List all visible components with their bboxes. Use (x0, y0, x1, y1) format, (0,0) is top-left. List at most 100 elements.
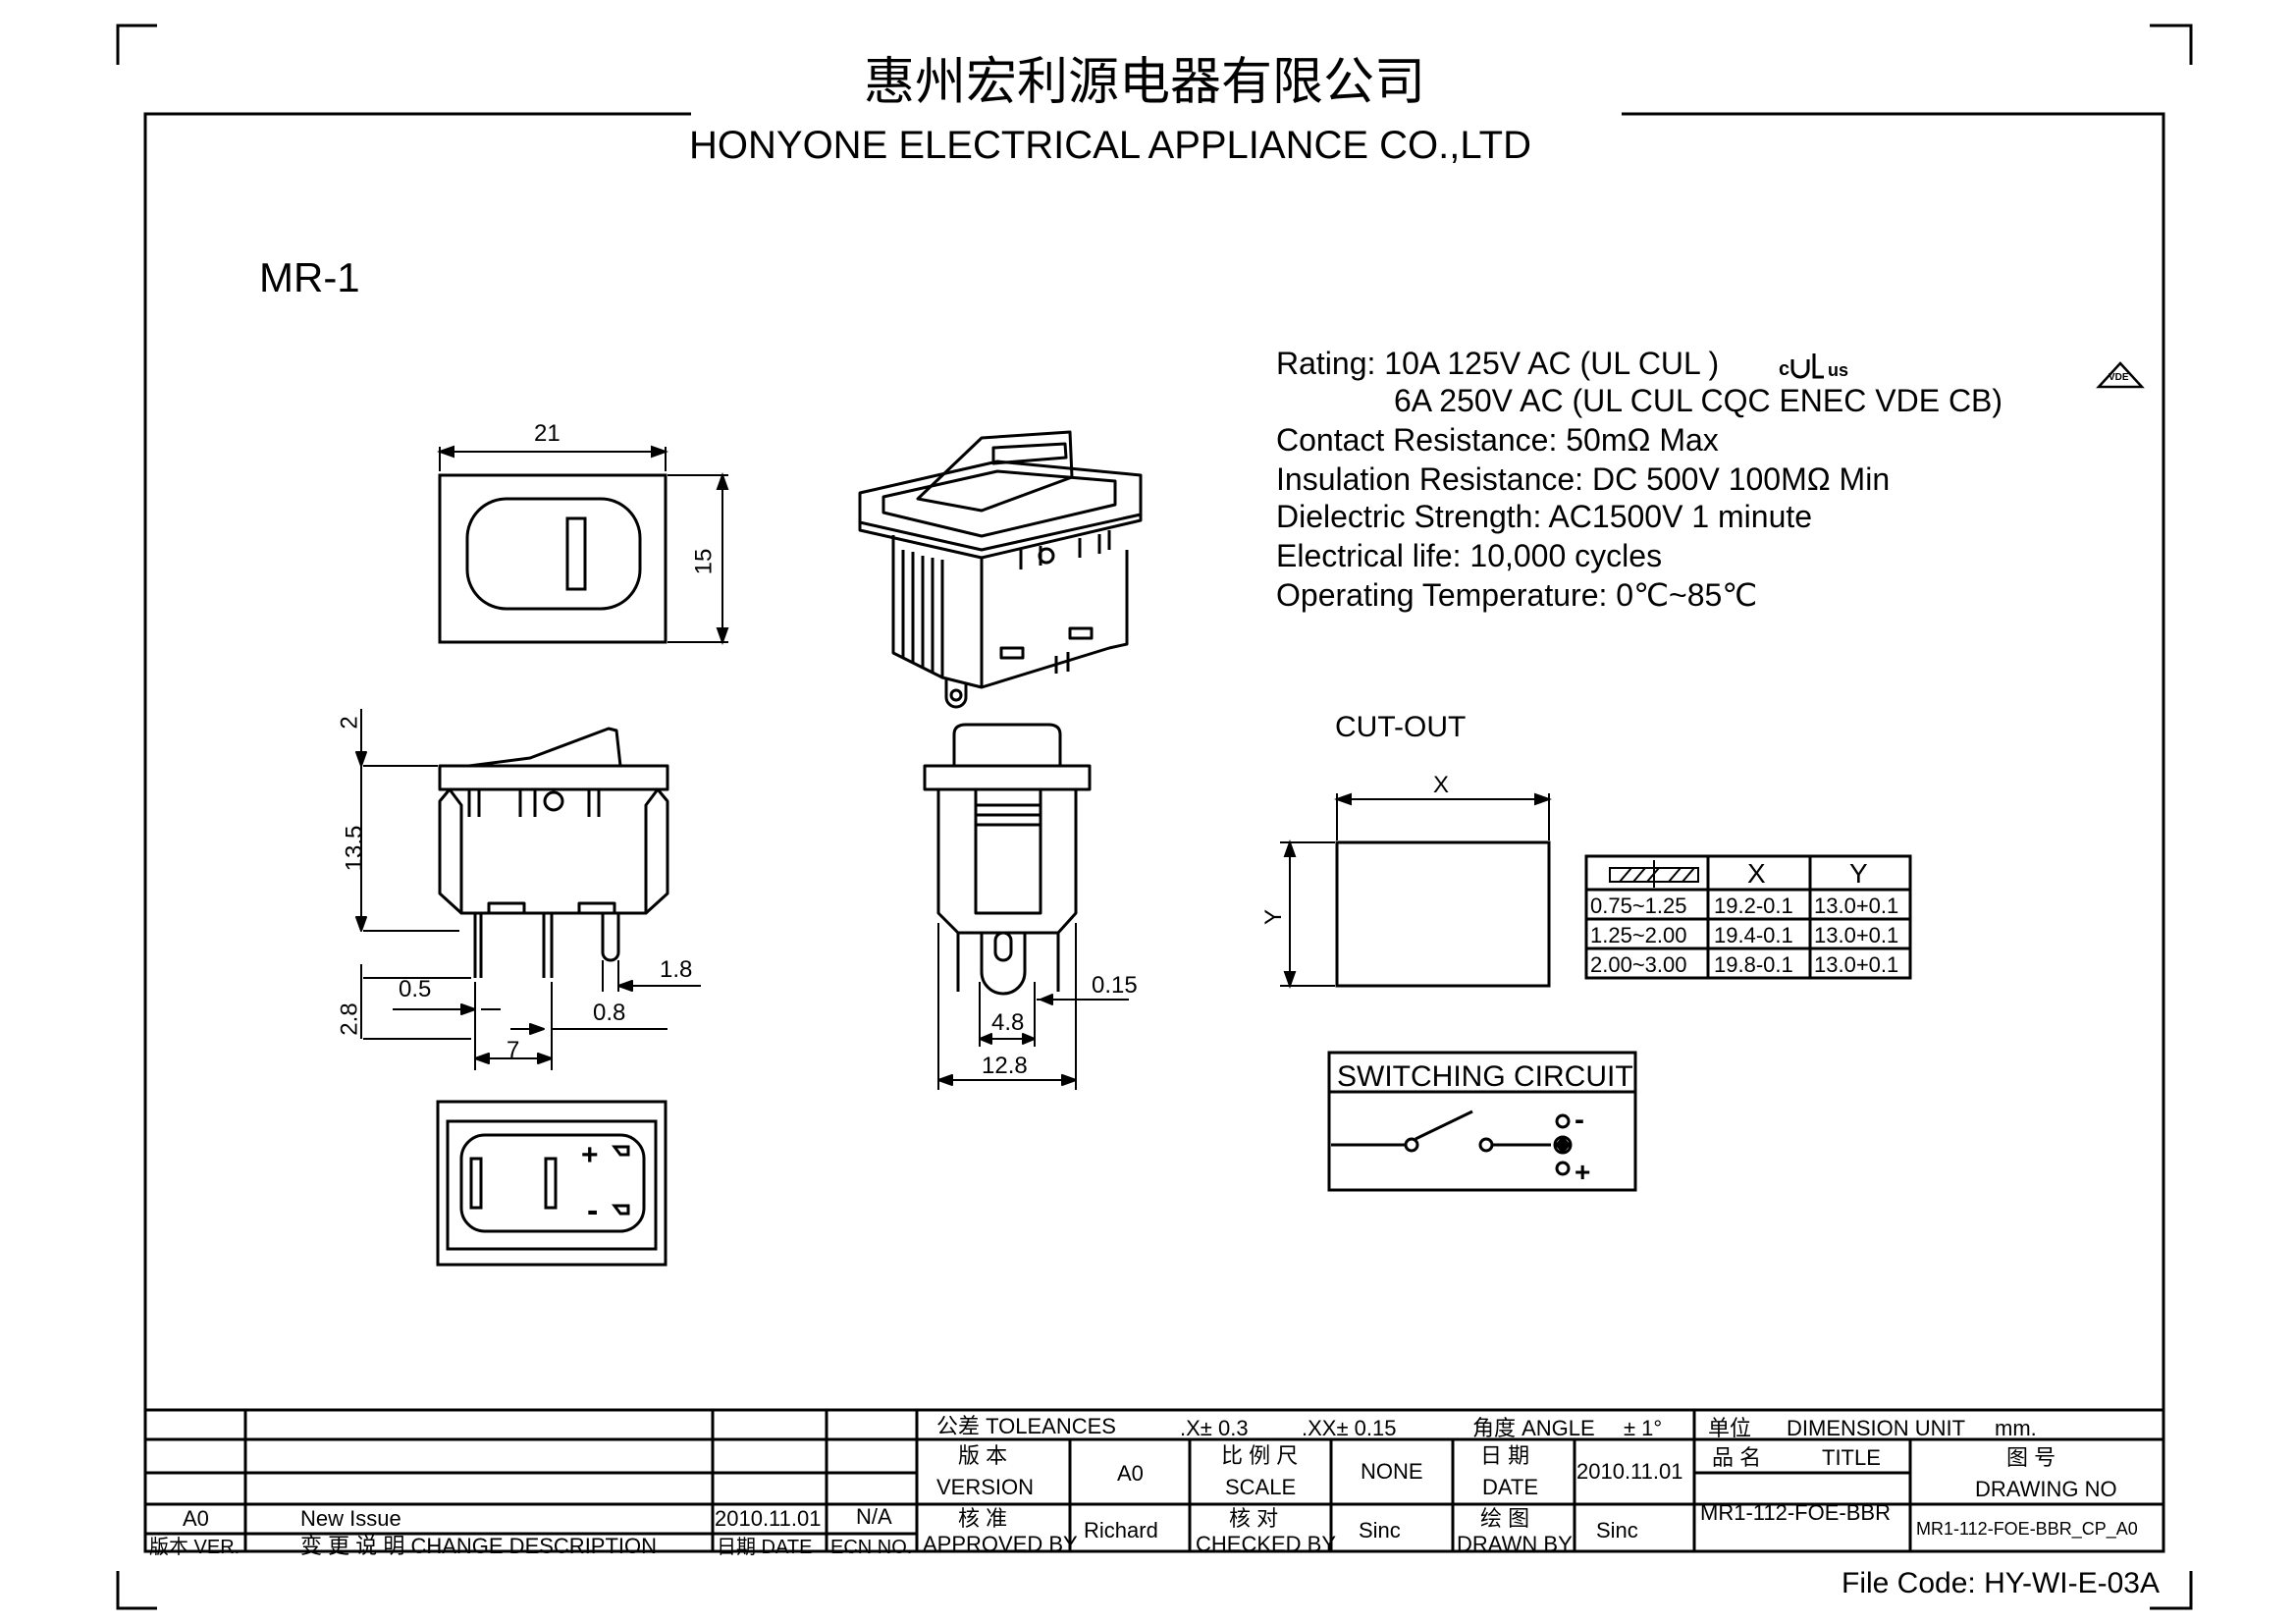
revision-description: New Issue (300, 1506, 401, 1531)
spec-rating-line2: 6A 250V AC (UL CUL CQC ENEC VDE CB) (1394, 383, 2003, 418)
switching-circuit-title: SWITCHING CIRCUIT (1337, 1060, 1633, 1093)
dim-side-1-8: 1.8 (660, 956, 693, 983)
dim-side-2-8: 2.8 (336, 1002, 363, 1036)
title-en: TITLE (1822, 1445, 1881, 1470)
side-view (355, 709, 701, 1070)
corner-mark-br (2150, 1571, 2193, 1610)
cutout-x-label: X (1433, 772, 1450, 798)
spec-operating-temperature: Operating Temperature: 0℃~85℃ (1276, 577, 1758, 613)
spec-electrical-life: Electrical life: 10,000 cycles (1276, 538, 1663, 573)
company-name-en: HONYONE ELECTRICAL APPLIANCE CO.,LTD (689, 124, 1531, 167)
header-date: 日期 DATE (717, 1537, 813, 1558)
dim-top-height: 15 (690, 548, 718, 575)
dim-top-width: 21 (534, 420, 561, 447)
title-value: MR1-112-FOE-BBR (1700, 1500, 1891, 1525)
circuit-minus: - (1575, 1104, 1584, 1136)
approved-cn: 核 准 (958, 1506, 1008, 1531)
spec-insulation-resistance: Insulation Resistance: DC 500V 100MΩ Min (1276, 461, 1891, 497)
version-value: A0 (1117, 1461, 1144, 1486)
model-number: MR-1 (259, 254, 360, 300)
ul-mark-icon (1790, 353, 1824, 379)
bottom-view-plus: + (581, 1139, 599, 1171)
drawn-en: DRAWN BY (1457, 1532, 1573, 1556)
file-code: File Code: HY-WI-E-03A (1842, 1567, 2160, 1599)
header-description: 变 更 说 明 CHANGE DESCRIPTION (300, 1534, 658, 1558)
dim-side-2: 2 (336, 716, 363, 730)
isometric-view (858, 430, 1143, 709)
cutout-cell: 2.00~3.00 (1590, 952, 1687, 977)
cutout-cell: 13.0+0.1 (1814, 893, 1899, 918)
title-block-grid (145, 1408, 2163, 1551)
scale-en: SCALE (1225, 1475, 1297, 1499)
cutout-cell: 13.0+0.1 (1814, 952, 1899, 977)
angle-value: ± 1° (1624, 1416, 1663, 1440)
spec-contact-resistance: Contact Resistance: 50mΩ Max (1276, 422, 1719, 458)
cutout-diagram (1280, 792, 1552, 989)
top-view (437, 445, 729, 645)
drawing-no-value: MR1-112-FOE-BBR_CP_A0 (1916, 1519, 2138, 1539)
dim-side-7: 7 (507, 1037, 520, 1063)
cutout-cell: 0.75~1.25 (1590, 893, 1687, 918)
spec-rating-line1: Rating: 10A 125V AC (UL CUL ) (1276, 346, 1720, 381)
version-en: VERSION (936, 1475, 1035, 1499)
spec-dielectric-strength: Dielectric Strength: AC1500V 1 minute (1276, 499, 1813, 534)
corner-mark-tl (116, 24, 157, 65)
bottom-view (436, 1100, 667, 1267)
unit-label: 单位 (1708, 1416, 1752, 1440)
circuit-plus: + (1575, 1157, 1591, 1187)
vde-mark-text: VDE (2109, 372, 2129, 383)
scale-cn: 比 例 尺 (1221, 1443, 1299, 1468)
corner-mark-tr (2150, 24, 2193, 65)
cutout-cell: 19.8-0.1 (1714, 952, 1793, 977)
date-en: DATE (1482, 1475, 1539, 1499)
cutout-cell: 19.2-0.1 (1714, 893, 1793, 918)
revision-version: A0 (183, 1506, 209, 1531)
approved-value: Richard (1084, 1518, 1158, 1543)
checked-en: CHECKED BY (1196, 1532, 1337, 1556)
ul-mark-us: us (1828, 360, 1849, 380)
cutout-cell: 1.25~2.00 (1590, 923, 1687, 947)
bottom-view-minus: - (587, 1192, 599, 1229)
version-cn: 版 本 (958, 1443, 1008, 1468)
cutout-col-x: X (1747, 858, 1766, 889)
cutout-y-label: Y (1260, 908, 1288, 926)
date-cn: 日 期 (1480, 1443, 1530, 1468)
cutout-col-y: Y (1849, 858, 1868, 889)
drawn-cn: 绘 图 (1480, 1506, 1530, 1531)
dim-side-0-8: 0.8 (593, 1000, 626, 1026)
ul-mark-c: c (1779, 358, 1790, 380)
drawing-frame (143, 112, 2165, 1553)
unit-en: DIMENSION UNIT (1787, 1416, 1966, 1440)
front-view (923, 723, 1129, 1090)
scale-value: NONE (1361, 1459, 1423, 1484)
revision-date: 2010.11.01 (715, 1506, 822, 1531)
drawing-no-cn: 图 号 (2006, 1445, 2056, 1470)
cutout-title: CUT-OUT (1335, 711, 1467, 743)
cutout-cell: 13.0+0.1 (1814, 923, 1899, 947)
revision-ecn: N/A (856, 1504, 892, 1529)
switching-circuit-diagram (1327, 1051, 1637, 1192)
drawn-value: Sinc (1596, 1518, 1638, 1543)
tolerance-x: .X± 0.3 (1180, 1416, 1249, 1440)
cutout-cell: 19.4-0.1 (1714, 923, 1793, 947)
company-name-cn: 惠州宏利源电器有限公司 (864, 53, 1426, 112)
unit-value: mm. (1995, 1416, 2037, 1440)
header-version: 版本 VER. (149, 1537, 240, 1558)
header-ecn: ECN NO. (830, 1537, 913, 1558)
corner-mark-bl (116, 1571, 157, 1610)
drawing-no-en: DRAWING NO (1975, 1477, 2117, 1501)
cutout-table-grid (1584, 854, 1912, 980)
tolerances-label: 公差 TOLEANCES (936, 1414, 1116, 1438)
angle-label: 角度 ANGLE (1472, 1416, 1595, 1440)
title-cn: 品 名 (1712, 1445, 1762, 1470)
tolerance-xx: .XX± 0.15 (1302, 1416, 1397, 1440)
dim-side-0-5: 0.5 (399, 976, 432, 1002)
checked-cn: 核 对 (1229, 1506, 1279, 1531)
dim-front-0-15: 0.15 (1092, 972, 1138, 999)
dim-side-13-5: 13.5 (341, 825, 368, 872)
vde-mark-icon (2096, 361, 2145, 389)
dim-front-4-8: 4.8 (991, 1009, 1025, 1036)
panel-thickness-icon (1609, 860, 1699, 888)
checked-value: Sinc (1359, 1518, 1401, 1543)
